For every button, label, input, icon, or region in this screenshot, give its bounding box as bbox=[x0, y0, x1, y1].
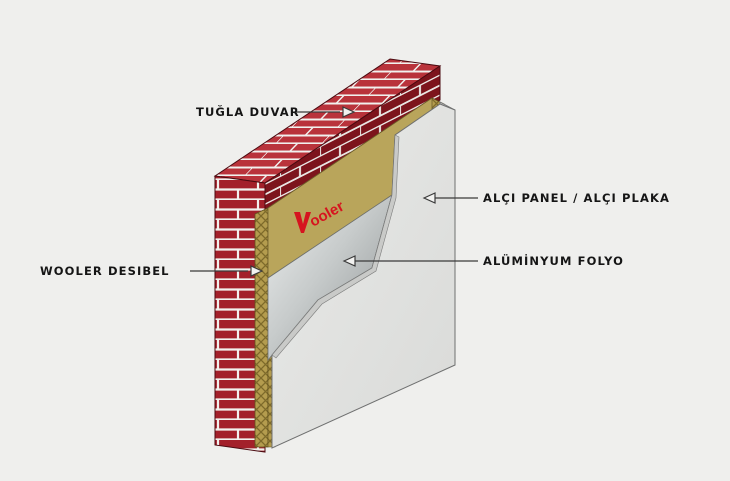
label-aluminium-foil: ALÜMİNYUM FOLYO bbox=[483, 254, 624, 268]
brick-wall-front-face bbox=[214, 175, 266, 453]
brick-wall bbox=[213, 58, 442, 453]
insulation-edge-front bbox=[254, 207, 269, 448]
label-brick-wall: TUĞLA DUVAR bbox=[196, 105, 300, 119]
brick-wall-side-face bbox=[264, 65, 441, 218]
gypsum-board-cut-edge bbox=[271, 134, 400, 359]
arrow-gypsum-board-icon bbox=[422, 192, 436, 204]
arrow-insulation-icon bbox=[250, 265, 264, 277]
label-gypsum-board: ALÇI PANEL / ALÇI PLAKA bbox=[483, 191, 670, 205]
arrow-aluminium-foil-icon bbox=[342, 255, 356, 267]
arrow-brick-wall-icon bbox=[342, 106, 356, 118]
callout-lines bbox=[190, 106, 478, 277]
gypsum-board bbox=[271, 101, 456, 449]
label-insulation: WOOLER DESIBEL bbox=[40, 264, 170, 278]
logo-mark-icon bbox=[294, 212, 311, 233]
